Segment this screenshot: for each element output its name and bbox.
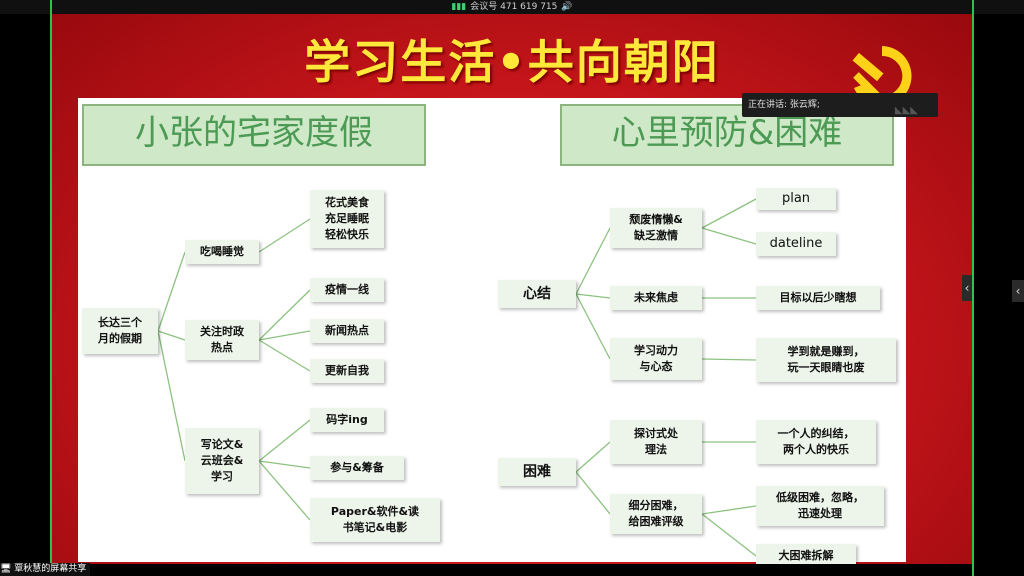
connector-left-root-node-to-branch-node-current-affairs <box>157 330 186 341</box>
item-node-grade: 细分困难，给困难评级 <box>610 494 702 534</box>
leaf-food-sleep: 花式美食充足睡眠轻松快乐 <box>310 190 384 248</box>
leaf-participate: 参与&筹备 <box>310 456 404 480</box>
connector-branch-node-current-affairs-to-leaf-news <box>258 330 311 341</box>
meeting-id: 会议号 471 619 715 <box>470 2 558 12</box>
leaf-news: 新闻热点 <box>310 319 384 343</box>
connector-left-root-node-to-branch-node-thesis <box>157 330 186 462</box>
item-node-lazy: 颓废惰懒&缺乏激情 <box>610 208 702 248</box>
screen-share-text: 覃秋慧的屏幕共享 <box>14 564 87 574</box>
connector-branch-node-thesis-to-leaf-paper <box>258 460 311 521</box>
connector-item-node-grade-to-result-low-level <box>701 505 757 515</box>
left-root-node: 长达三个月的假期 <box>82 308 158 354</box>
connector-branch-node-current-affairs-to-leaf-update-self <box>258 339 311 372</box>
shared-slide: 学习生活•共向朝阳 小张的宅家度假 心里预防&困难 长达三个月的假期 吃喝睡觉 … <box>52 14 972 564</box>
screen-share-label: 🖥 覃秋慧的屏幕共享 <box>0 563 91 576</box>
audio-wave-icon: ◣◣◣ <box>894 105 918 116</box>
slide-title: 学习生活•共向朝阳 <box>304 35 720 89</box>
connector-group-node-knot-to-item-node-lazy <box>575 227 611 295</box>
signal-icon: ▮▮▮ <box>451 2 467 12</box>
screen-share-icon: 🖥 <box>0 564 15 574</box>
connector-left-root-node-to-branch-node-eat-sleep <box>157 251 186 332</box>
left-heading: 小张的宅家度假 <box>82 104 426 166</box>
connector-branch-node-thesis-to-leaf-participate <box>258 460 311 469</box>
result-goal: 目标以后少瞎想 <box>756 286 880 310</box>
speaking-indicator: 正在讲话: 张云辉; ◣◣◣ <box>742 93 938 117</box>
item-node-future-anxiety: 未来焦虑 <box>610 286 702 310</box>
expand-sidebar-handle[interactable]: ‹ <box>1012 280 1024 302</box>
result-two-people: 一个人的纠结，两个人的快乐 <box>756 420 876 464</box>
branch-node-thesis: 写论文&云班会&学习 <box>185 428 259 494</box>
branch-node-current-affairs: 关注时政热点 <box>185 320 259 360</box>
result-earned: 学到就是赚到，玩一天眼睛也废 <box>756 338 896 382</box>
branch-node-eat-sleep: 吃喝睡觉 <box>185 240 259 264</box>
share-border-right <box>972 0 974 576</box>
result-dateline: dateline <box>756 232 836 256</box>
connector-group-node-difficulty-to-item-node-grade <box>575 471 611 515</box>
connector-branch-node-current-affairs-to-leaf-epidemic <box>258 289 311 341</box>
connector-branch-node-eat-sleep-to-leaf-food-sleep <box>258 218 311 253</box>
leaf-epidemic: 疫情一线 <box>310 278 384 302</box>
group-node-knot: 心结 <box>498 280 576 308</box>
connector-group-node-knot-to-item-node-future-anxiety <box>575 293 611 299</box>
connector-item-node-grade-to-result-split-big <box>701 513 757 557</box>
result-low-level: 低级困难，忽略，迅速处理 <box>756 486 884 526</box>
connector-item-node-lazy-to-result-dateline <box>701 227 757 245</box>
connector-group-node-difficulty-to-item-node-discuss <box>575 441 611 473</box>
connector-lines <box>157 198 757 557</box>
result-plan: plan <box>756 188 836 210</box>
share-border-left <box>50 0 52 576</box>
item-node-motivation: 学习动力与心态 <box>610 338 702 380</box>
leaf-typing: 码字ing <box>310 408 384 432</box>
connector-item-node-lazy-to-result-plan <box>701 198 757 229</box>
leaf-update-self: 更新自我 <box>310 359 384 383</box>
collapse-panel-handle[interactable]: ‹ <box>962 275 972 301</box>
mindmap-panel: 小张的宅家度假 心里预防&困难 长达三个月的假期 吃喝睡觉 关注时政热点 写论文… <box>78 98 906 564</box>
meeting-top-bar: ▮▮▮会议号 471 619 715🔊 <box>0 0 1024 14</box>
speaking-text: 正在讲话: 张云辉; <box>748 100 820 110</box>
group-node-difficulty: 困难 <box>498 458 576 486</box>
item-node-discuss: 探讨式处理法 <box>610 420 702 464</box>
connector-item-node-motivation-to-result-earned <box>701 358 757 361</box>
result-split-big: 大困难拆解 <box>756 544 856 564</box>
connector-branch-node-thesis-to-leaf-typing <box>258 419 311 462</box>
speaker-icon[interactable]: 🔊 <box>561 2 573 12</box>
leaf-paper: Paper&软件&读书笔记&电影 <box>310 498 440 542</box>
connector-group-node-knot-to-item-node-motivation <box>575 293 611 360</box>
